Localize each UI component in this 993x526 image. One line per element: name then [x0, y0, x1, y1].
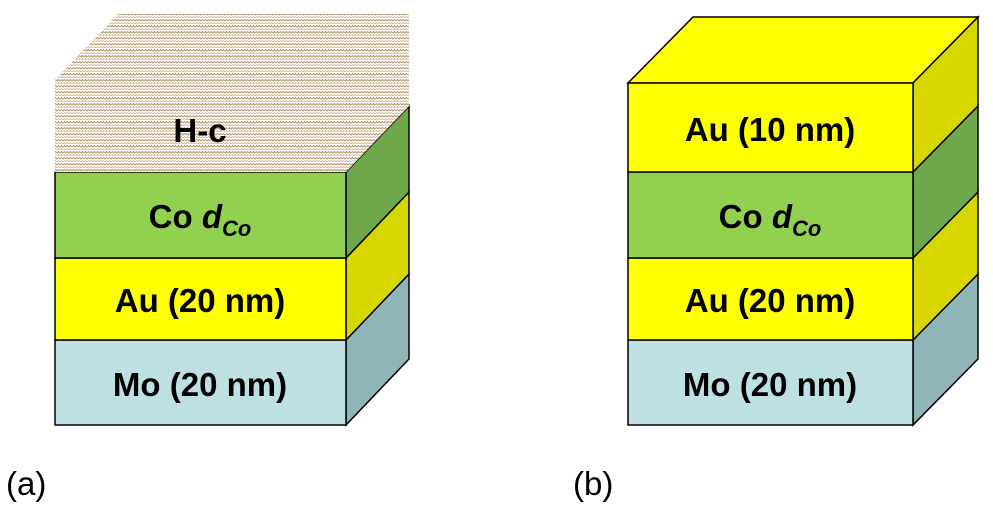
layer-mo-a-label: Mo (20 nm): [113, 366, 287, 403]
layer-hc-a-side: [346, 14, 409, 172]
layer-au-a: Au (20 nm): [54, 190, 410, 342]
layer-co-a-label: Co dCo: [149, 198, 252, 241]
layer-co-b: Co dCo: [627, 104, 979, 260]
layer-au-cap-b-front: [627, 82, 914, 173]
layer-mo-a-front: [54, 339, 347, 426]
layer-co-b-label-italic: d: [772, 198, 793, 235]
layer-co-a-label-sub: Co: [222, 216, 251, 241]
layer-co-b-label-sub: Co: [792, 216, 821, 241]
layer-au-b: Au (20 nm): [627, 190, 979, 342]
layer-au-b-label: Au (20 nm): [685, 282, 856, 319]
layer-co-a-label-italic: d: [202, 198, 223, 235]
layer-au-cap-b-label: Au (10 nm): [685, 111, 856, 148]
stack-a: Mo (20 nm) Au (20 nm) Co dCo H-c (a): [6, 14, 410, 502]
layer-mo-b: Mo (20 nm): [627, 272, 979, 427]
layer-au-a-front: [54, 257, 347, 341]
layer-au-cap-b: Au (10 nm): [626, 15, 980, 174]
layer-hc-a-front: [55, 80, 346, 172]
layer-hc-a-label: H-c: [173, 112, 226, 149]
layer-mo-b-label: Mo (20 nm): [683, 366, 857, 403]
layer-au-a-label: Au (20 nm): [115, 282, 286, 319]
layer-mo-a: Mo (20 nm): [54, 272, 410, 427]
layer-co-b-label: Co dCo: [719, 198, 822, 241]
stack-b: Mo (20 nm) Au (20 nm) Co dCo Au (10 nm) …: [573, 15, 980, 502]
layer-au-b-front: [627, 257, 914, 341]
layer-hc-a-top: [55, 14, 409, 80]
layer-mo-b-front: [627, 339, 914, 426]
layer-hc-a: H-c: [55, 14, 409, 172]
layer-co-b-label-main: Co: [719, 198, 772, 235]
panel-label-a: (a): [6, 465, 46, 502]
panel-label-b: (b): [573, 465, 613, 502]
layer-co-b-front: [627, 171, 914, 259]
layer-co-a-label-main: Co: [149, 198, 202, 235]
